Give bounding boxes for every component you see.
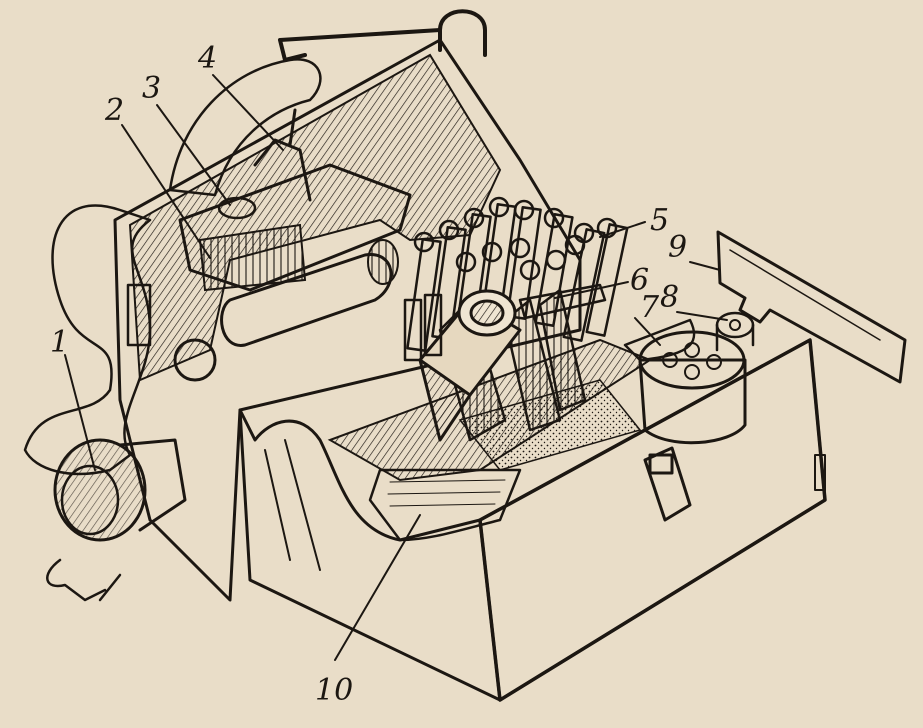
small-tubes: [403, 293, 443, 362]
side-knob: [173, 338, 217, 382]
side-latch: [126, 283, 152, 347]
callout-9: 9: [668, 230, 687, 265]
key-chain: [46, 558, 122, 602]
side-support: [264, 439, 321, 571]
tube-rack: [406, 196, 629, 442]
callout-4: 4: [197, 41, 217, 76]
coil: [198, 223, 307, 292]
box-clasp: [643, 446, 692, 522]
spatula-blade: [716, 230, 907, 384]
callout-7: 7: [640, 290, 660, 325]
callout-10: 10: [315, 673, 353, 708]
clip-bracket: [253, 108, 312, 202]
handle-bar: [278, 28, 442, 62]
paper-sheet: [368, 468, 522, 542]
callout-3: 3: [142, 71, 161, 106]
callout-5: 5: [650, 203, 669, 238]
right-hinge: [814, 454, 826, 491]
knurled-knob: [53, 438, 187, 542]
porthole: [217, 196, 257, 220]
spatula-edge: [729, 249, 881, 341]
strap-upper: [168, 58, 322, 197]
leader-lines: [64, 74, 728, 661]
round-tin: [623, 318, 747, 445]
roller-end: [367, 239, 399, 285]
callout-2: 2: [104, 93, 124, 128]
callout-1: 1: [50, 325, 69, 360]
callout-8: 8: [660, 280, 679, 315]
small-canister: [715, 311, 755, 352]
paper-lines: [387, 479, 506, 507]
box-left-side: [238, 408, 502, 702]
callout-6: 6: [630, 263, 649, 298]
mechanism-block: [178, 163, 412, 292]
